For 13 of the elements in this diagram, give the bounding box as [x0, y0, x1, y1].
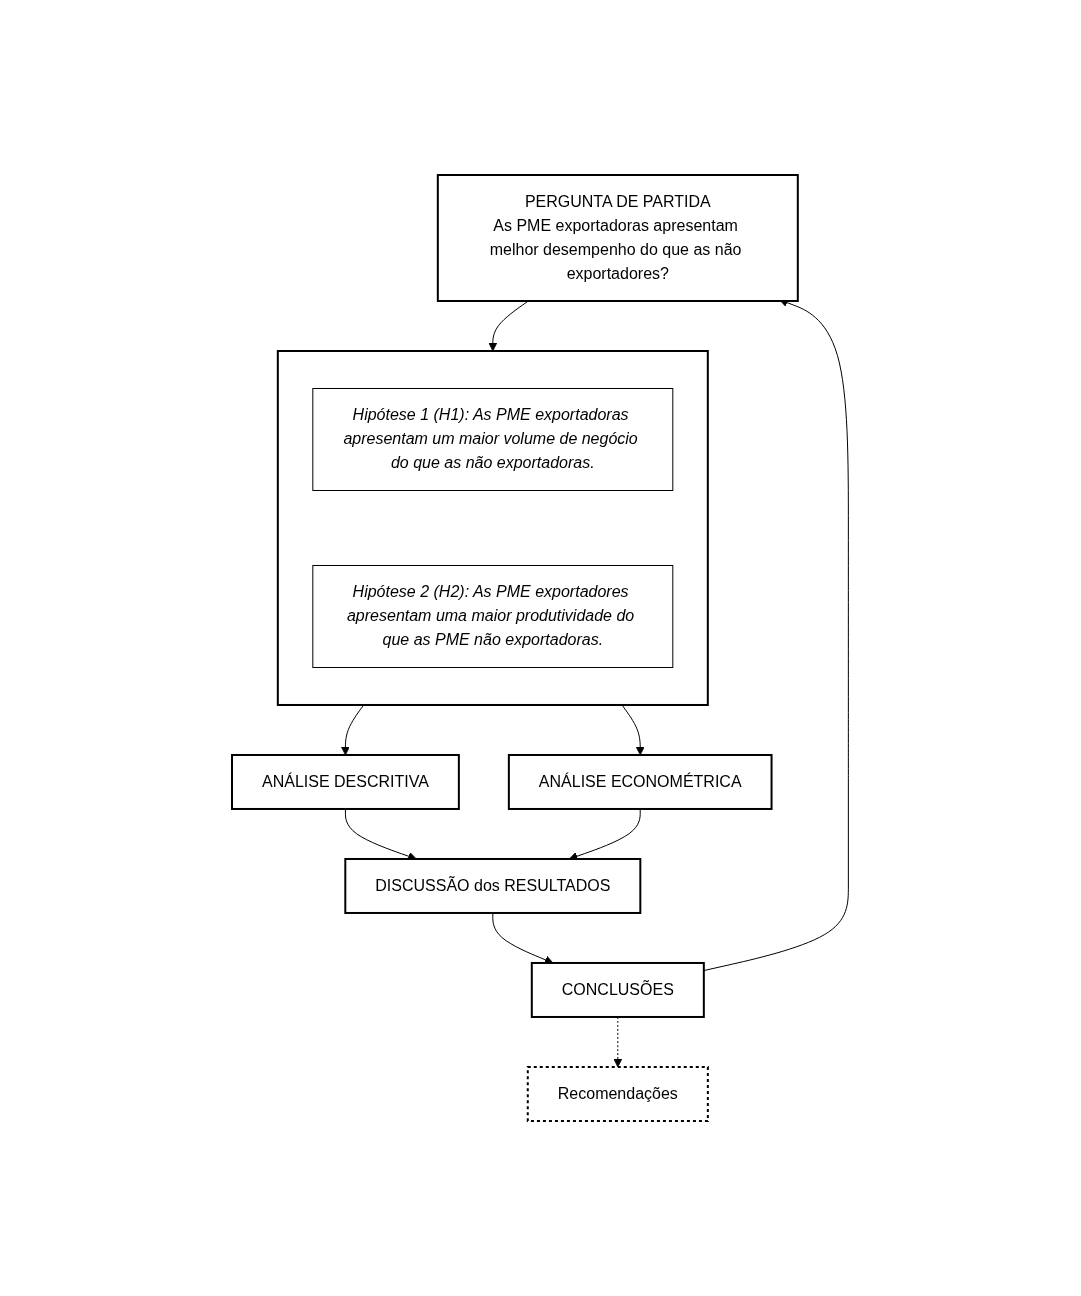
- node-box: Hipótese 1 (H1): As PME exportadoras apresentam um maior volume de negócio do que as não exportadoras.: [312, 388, 674, 491]
- arrow: [492, 912, 554, 964]
- arrow: [341, 704, 365, 756]
- node-box: ANÁLISE DESCRITIVA: [231, 754, 461, 810]
- cluster: [277, 350, 710, 706]
- node-box: PERGUNTA DE PARTIDA As PME exportadoras apresentam melhor desempenho do que as não exportadores?: [437, 174, 800, 302]
- node-box: CONCLUSÕES: [531, 962, 706, 1018]
- arrow: [621, 704, 645, 756]
- node-box: ANÁLISE ECONOMÉTRICA: [508, 754, 773, 810]
- node-box: Hipótese 2 (H2): As PME exportadores apresentam uma maior produtividade do que as PME não exportadoras.: [312, 565, 674, 668]
- node-box: Recomendações: [527, 1066, 710, 1122]
- arrow: [613, 1016, 623, 1068]
- node-box: DISCUSSÃO dos RESULTADOS: [344, 858, 642, 914]
